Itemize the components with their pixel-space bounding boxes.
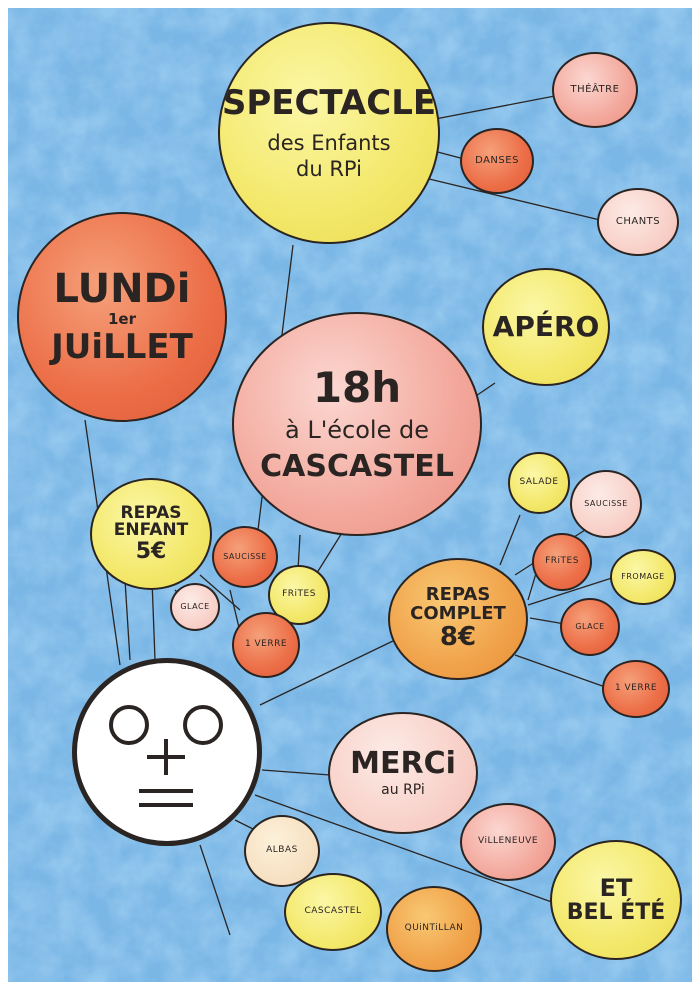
repas-complet-bubble: REPAS COMPLET 8€ [388,558,528,680]
merci-line1: MERCi [350,745,456,781]
villeneuve-label: ViLLENEUVE [477,836,539,847]
chants-bubble: CHANTS [597,188,679,256]
date-bubble: LUNDi 1er JUiLLET [17,212,227,422]
time-line3: CASCASTEL [260,448,454,484]
enfant-glace-label: GLACE [180,601,210,611]
complet-verre-bubble: 1 VERRE [602,660,670,718]
complet-salade-bubble: SALADE [508,452,570,514]
bel-ete-bubble: ET BEL ÉTÉ [550,840,682,960]
enfant-saucisse-bubble: SAUCiSSE [212,526,278,588]
repas-complet-line1: REPAS [425,584,491,606]
complet-fromage-label: FROMAGE [621,571,665,581]
complet-glace-bubble: GLACE [560,598,620,656]
villeneuve-bubble: ViLLENEUVE [460,803,556,881]
spectacle-line1: des Enfants [267,130,391,155]
time-line2: à L'école de [284,415,429,444]
face-drawing [72,658,262,846]
enfant-verre-label: 1 VERRE [244,639,288,650]
complet-frites-label: FRiTES [545,556,579,567]
date-line1: LUNDi [53,266,191,313]
albas-label: ALBAS [266,845,298,856]
bel-ete-line2: BEL ÉTÉ [566,900,666,926]
apero-label: APÉRO [492,310,600,344]
repas-enfant-line2: ENFANT [113,520,189,541]
albas-bubble: ALBAS [244,815,320,887]
repas-enfant-line1: REPAS [120,502,182,523]
merci-bubble: MERCi au RPi [328,712,478,834]
spectacle-title: SPECTACLE [221,83,437,124]
repas-complet-line3: 8€ [439,622,477,653]
face-icon [109,705,223,807]
theatre-bubble: THÉÂTRE [552,52,638,128]
bel-ete-line1: ET [599,873,633,902]
enfant-frites-label: FRiTES [282,589,316,600]
chants-label: CHANTS [615,215,661,227]
complet-fromage-bubble: FROMAGE [610,549,676,605]
enfant-verre-bubble: 1 VERRE [232,612,300,678]
cascastel-bubble: CASCASTEL [284,873,382,951]
complet-verre-label: 1 VERRE [614,683,658,694]
theatre-label: THÉÂTRE [570,83,620,95]
quintillan-bubble: QUiNTiLLAN [386,886,482,972]
danses-label: DANSES [475,154,519,166]
date-line2: 1er [107,310,136,329]
quintillan-label: QUiNTiLLAN [404,923,464,934]
danses-bubble: DANSES [460,128,534,194]
repas-enfant-line3: 5€ [135,539,167,565]
complet-saucisse-label: SAUCiSSE [584,498,628,508]
apero-bubble: APÉRO [482,268,610,386]
enfant-saucisse-label: SAUCiSSE [223,551,267,561]
merci-line2: au RPi [381,782,425,799]
complet-frites-bubble: FRiTES [532,533,592,591]
complet-saucisse-bubble: SAUCiSSE [570,470,642,538]
repas-enfant-bubble: REPAS ENFANT 5€ [90,478,212,590]
complet-salade-label: SALADE [519,477,559,488]
enfant-glace-bubble: GLACE [170,583,220,631]
date-line3: JUiLLET [51,327,193,368]
cascastel-label: CASCASTEL [304,906,362,917]
complet-glace-label: GLACE [575,621,605,631]
time-line1: 18h [312,362,402,412]
repas-complet-line2: COMPLET [410,603,506,625]
time-location-bubble: 18h à L'école de CASCASTEL [232,312,482,536]
spectacle-bubble: SPECTACLE des Enfants du RPi [218,22,440,244]
spectacle-line2: du RPi [296,156,362,181]
